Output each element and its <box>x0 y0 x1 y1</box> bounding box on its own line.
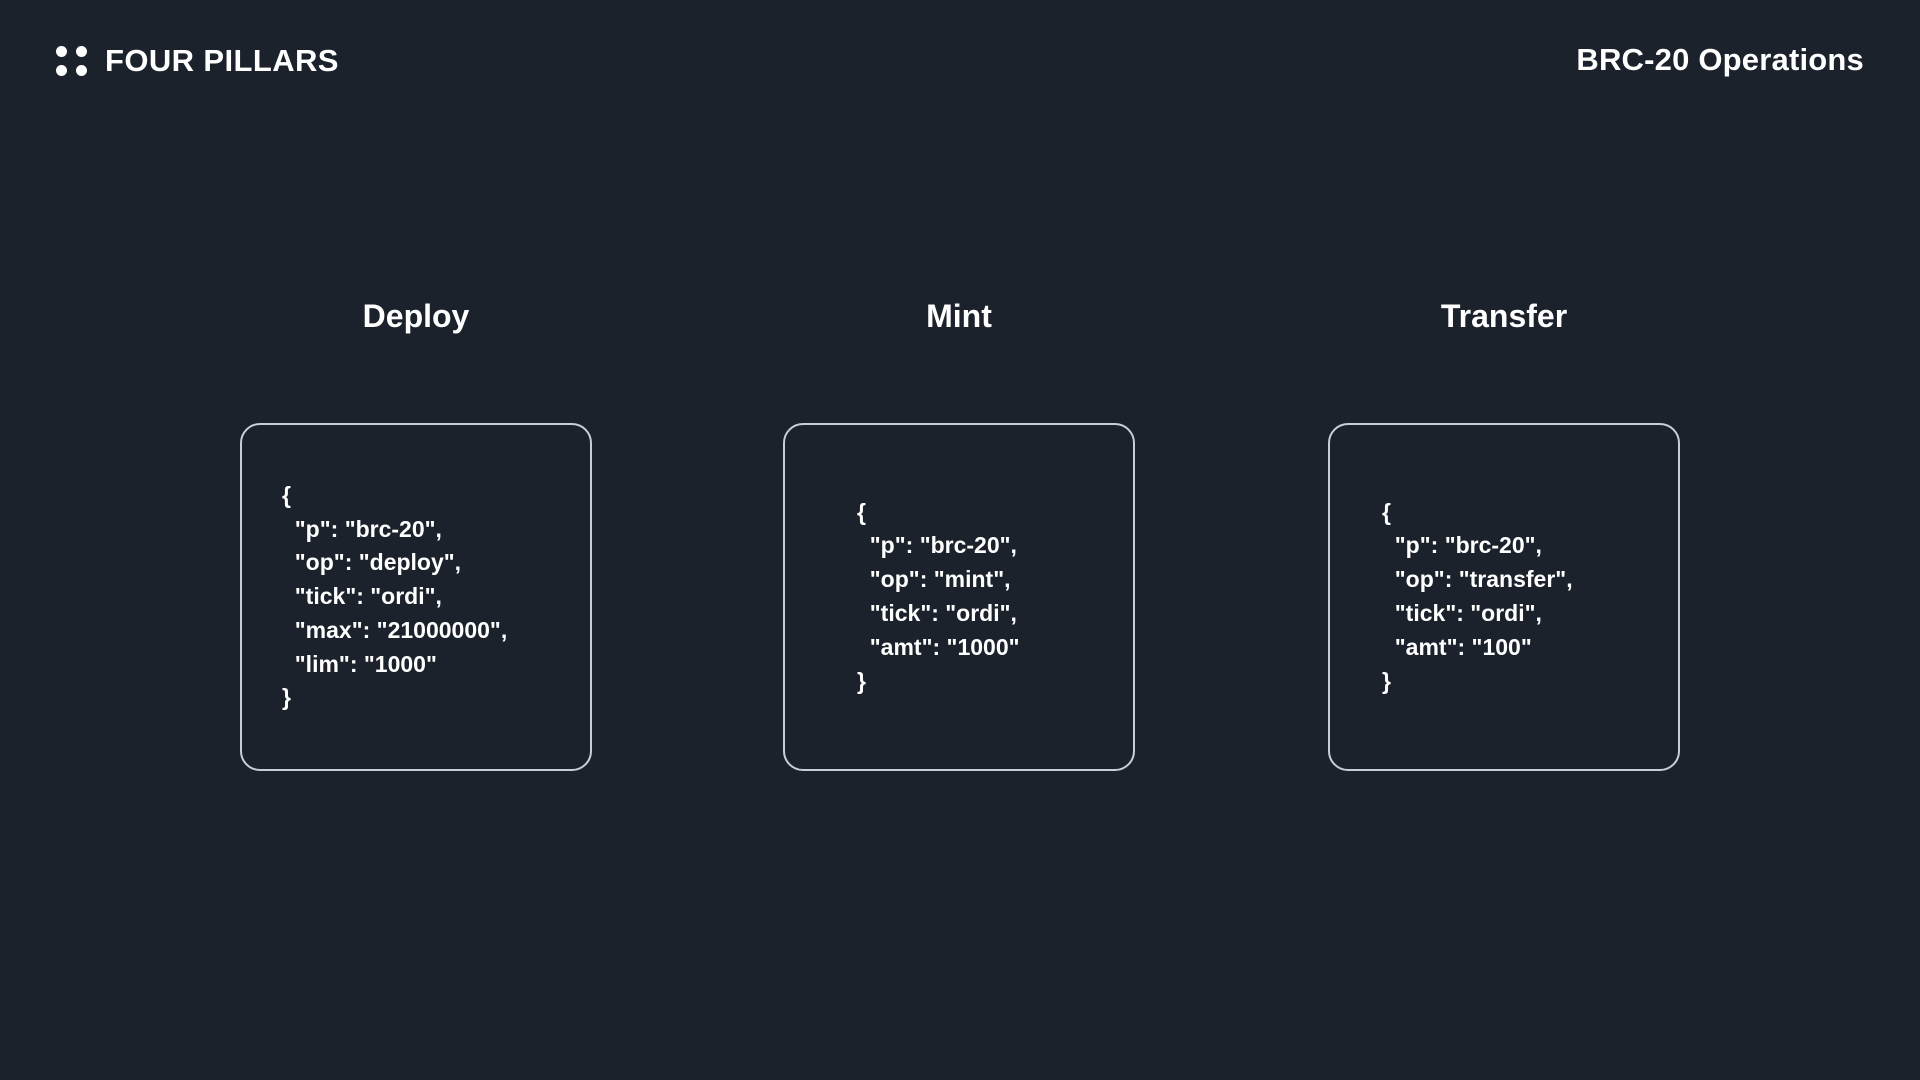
operation-card-transfer: { "p": "brc-20", "op": "transfer", "tick… <box>1328 423 1680 771</box>
logo-dot-bottom-left <box>56 65 67 76</box>
operation-json-transfer: { "p": "brc-20", "op": "transfer", "tick… <box>1382 498 1573 694</box>
brand-logo: FOUR PILLARS <box>56 44 339 76</box>
page-header: FOUR PILLARS BRC-20 Operations <box>0 0 1920 140</box>
logo-dot-top-right <box>76 46 87 57</box>
operation-card-deploy: { "p": "brc-20", "op": "deploy", "tick":… <box>240 423 592 771</box>
operation-json-deploy: { "p": "brc-20", "op": "deploy", "tick":… <box>282 481 508 711</box>
operation-json-mint: { "p": "brc-20", "op": "mint", "tick": "… <box>857 498 1020 694</box>
operation-title: Transfer <box>1440 298 1568 334</box>
operation-column-deploy: Deploy { "p": "brc-20", "op": "deploy", … <box>240 300 592 771</box>
operation-title: Mint <box>926 298 992 334</box>
page-title: BRC-20 Operations <box>1576 42 1864 77</box>
operation-column-mint: Mint { "p": "brc-20", "op": "mint", "tic… <box>783 300 1135 771</box>
logo-dot-bottom-right <box>76 65 87 76</box>
operation-column-transfer: Transfer { "p": "brc-20", "op": "transfe… <box>1328 300 1680 771</box>
four-dots-icon <box>56 46 87 76</box>
operation-card-mint: { "p": "brc-20", "op": "mint", "tick": "… <box>783 423 1135 771</box>
operation-title: Deploy <box>362 298 470 334</box>
brand-name: FOUR PILLARS <box>105 42 339 78</box>
operations-row: Deploy { "p": "brc-20", "op": "deploy", … <box>0 300 1920 780</box>
logo-dot-top-left <box>56 46 67 57</box>
